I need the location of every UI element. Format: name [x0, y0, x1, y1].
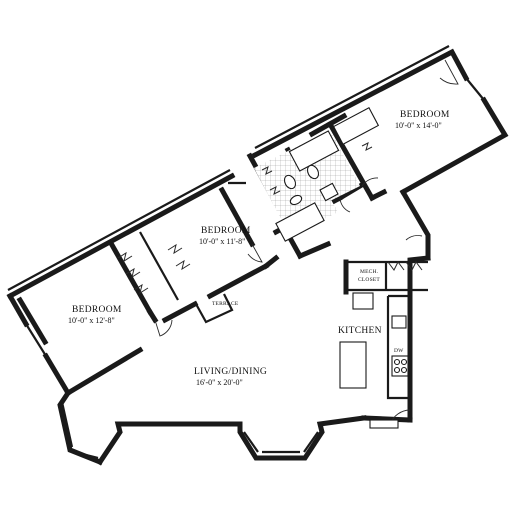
dw-label: DW [394, 348, 404, 354]
living-dining-label: Living/Dining [194, 367, 267, 377]
bedroom-3-dims: 10'-0" x 12'-8" [68, 316, 115, 325]
door-swings [154, 59, 459, 425]
exterior-walls [6, 45, 509, 466]
interior-walls [16, 112, 428, 397]
kitchen-counters [339, 292, 410, 429]
mech-closet-label-2: Closet [358, 277, 380, 283]
bedroom-2-label: Bedroom [201, 226, 251, 236]
living-dining-dims: 16'-0" x 20'-0" [196, 378, 243, 387]
bedroom-2-dims: 10'-0" x 11'-8" [199, 237, 245, 246]
terrace-box [195, 293, 234, 324]
windows [25, 77, 485, 460]
bedroom-1-label: Bedroom [400, 110, 450, 120]
bedroom-3-label: Bedroom [72, 305, 122, 315]
mech-closet-label-1: Mech. [360, 269, 379, 275]
terrace-label: Terrace [212, 301, 239, 307]
closet-doors [117, 142, 423, 295]
bath-fixtures [275, 107, 380, 242]
bedroom-1-dims: 10'-0" x 14'-0" [395, 121, 442, 130]
kitchen-label: Kitchen [338, 326, 382, 336]
